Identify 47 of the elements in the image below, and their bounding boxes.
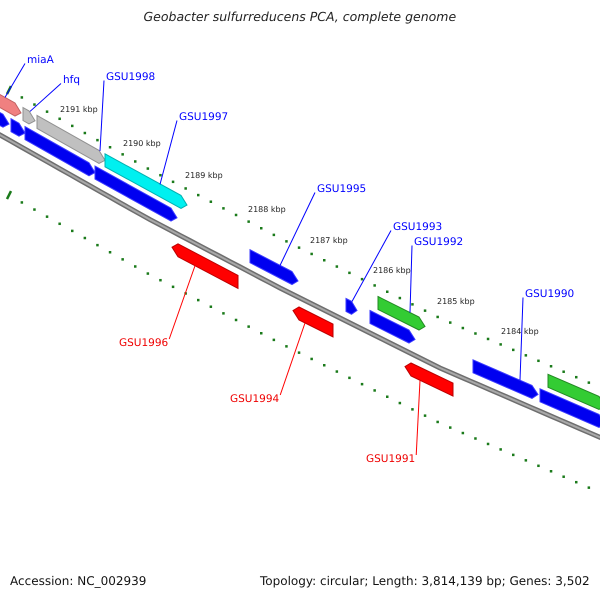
gene-bar (24, 126, 96, 176)
gene-bar (548, 374, 600, 410)
gene-bar (472, 359, 539, 399)
leader-line (280, 322, 306, 396)
gene-label: hfq (63, 75, 80, 86)
leader-line (30, 83, 62, 112)
gene-label: GSU1993 (393, 222, 442, 232)
gene-bar (346, 298, 358, 315)
scale-label: 2186 kbp (373, 267, 411, 275)
gene-label: GSU1994 (230, 394, 280, 404)
scale-label: 2185 kbp (437, 298, 475, 306)
leader-line (280, 192, 316, 266)
scale-label: 2187 kbp (310, 237, 348, 245)
gene-label: GSU1992 (414, 237, 464, 248)
gene-label: GSU1991 (366, 454, 416, 464)
scale-label: 2188 kbp (248, 206, 286, 214)
gene-label: GSU1996 (119, 338, 168, 348)
gene-bar (378, 296, 426, 331)
gene-bar (36, 114, 106, 164)
gene-label: GSU1997 (179, 112, 228, 122)
diagram-title: Geobacter sulfurreducens PCA, complete genome (144, 11, 456, 24)
gene-bar (94, 165, 178, 222)
gene-bar (22, 106, 36, 124)
gene-bar (292, 306, 334, 338)
accession-text: Accession: NC_002939 (10, 575, 146, 587)
gene-bar (540, 388, 600, 428)
leader-line (520, 297, 524, 381)
leader-line (352, 230, 392, 302)
gene-bar (171, 243, 238, 290)
scale-label: 2191 kbp (60, 106, 98, 114)
leader-line (168, 265, 196, 340)
gene-label: GSU1990 (525, 289, 574, 300)
gene-bar (370, 310, 416, 344)
scale-label: 2184 kbp (501, 328, 539, 336)
gene-label: miaA (27, 55, 54, 66)
gene-bar (250, 248, 299, 286)
gene-bar (10, 118, 26, 137)
leader-line (4, 63, 26, 98)
scale-label: 2190 kbp (123, 140, 161, 148)
leader-line (160, 120, 178, 185)
genome-info-text: Topology: circular; Length: 3,814,139 bp; Genes: 3,502 (260, 575, 590, 587)
gene-bar (404, 362, 454, 397)
leader-line (416, 380, 420, 456)
gene-label: GSU1998 (106, 72, 156, 82)
gene-label: GSU1995 (317, 184, 366, 194)
scale-label: 2189 kbp (185, 172, 223, 180)
leader-line (100, 80, 104, 152)
